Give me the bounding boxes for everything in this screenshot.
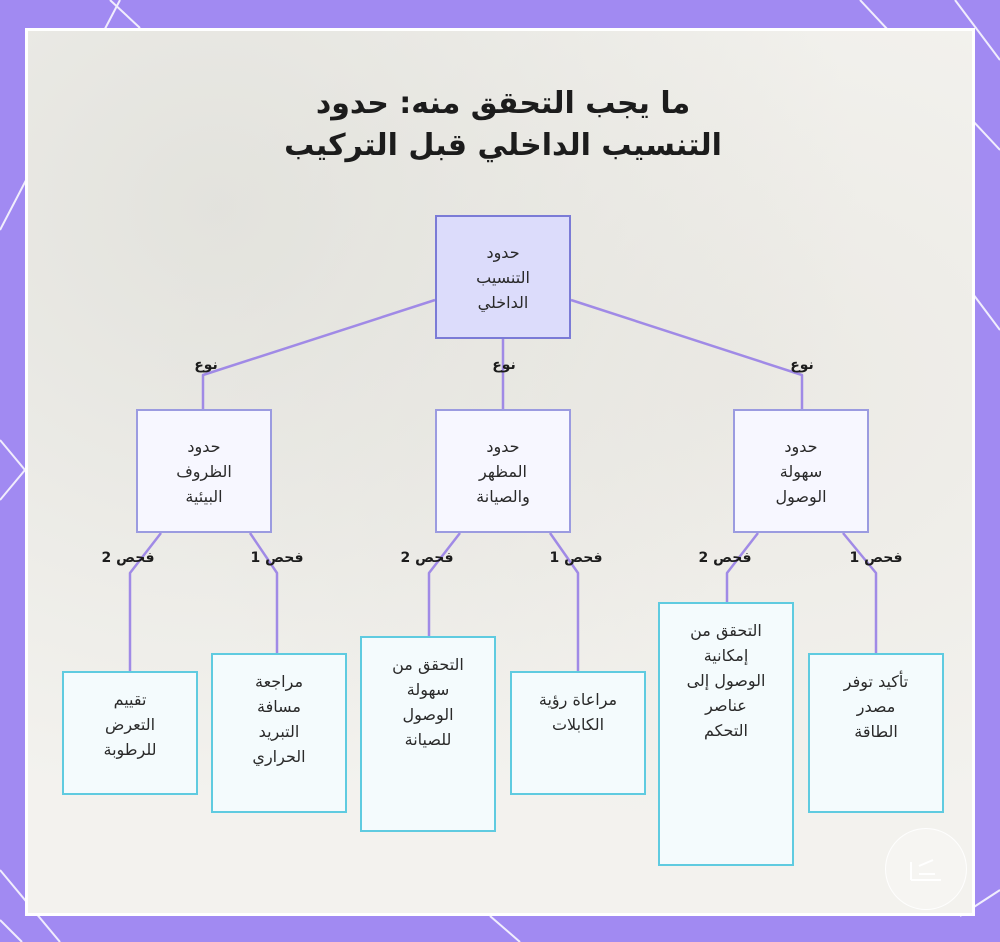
edge-root-access	[571, 300, 802, 410]
edge-label-check1-environment: فحص 1	[251, 550, 304, 566]
logo-mark-icon	[885, 828, 967, 910]
leaf-line: التحقق من	[392, 652, 464, 677]
check-cooling-clearance: مراجعة مسافة التبريد الحراري	[211, 653, 347, 813]
check-maintenance-access: التحقق من سهولة الوصول للصيانة	[360, 636, 496, 832]
category-line: البيئية	[176, 484, 232, 509]
diagram-panel: ما يجب التحقق منه: حدود التنسيب الداخلي …	[25, 28, 975, 916]
root-line: حدود	[476, 240, 530, 265]
leaf-line: مصدر	[844, 694, 908, 719]
leaf-line: مراعاة رؤية	[539, 687, 617, 712]
leaf-line: الحراري	[252, 744, 305, 769]
root-line: التنسيب	[476, 265, 530, 290]
check-controls-access: التحقق من إمكانية الوصول إلى عناصر التحك…	[658, 602, 794, 866]
leaf-line: الطاقة	[844, 719, 908, 744]
category-line: الوصول	[775, 484, 826, 509]
edge-label-check2-environment: فحص 2	[102, 550, 155, 566]
leaf-line: مسافة	[252, 694, 305, 719]
edge-label-type-environment: نوع	[194, 357, 218, 373]
leaf-line: تقييم	[103, 687, 156, 712]
leaf-line: التعرض	[103, 712, 156, 737]
leaf-line: التحكم	[687, 718, 766, 743]
check-cable-visibility: مراعاة رؤية الكابلات	[510, 671, 646, 795]
category-environment: حدود الظروف البيئية	[136, 409, 272, 533]
root-line: الداخلي	[476, 290, 530, 315]
category-line: حدود	[176, 434, 232, 459]
leaf-line: مراجعة	[252, 669, 305, 694]
category-line: حدود	[476, 434, 530, 459]
edge-access-check2	[727, 533, 758, 602]
leaf-line: للصيانة	[392, 727, 464, 752]
edge-label-check1-appearance: فحص 1	[550, 550, 603, 566]
category-line: سهولة	[775, 459, 826, 484]
leaf-line: عناصر	[687, 693, 766, 718]
edge-appearance-check2	[429, 533, 460, 636]
leaf-line: التبريد	[252, 719, 305, 744]
edge-label-type-access: نوع	[790, 357, 814, 373]
leaf-line: الوصول	[392, 702, 464, 727]
leaf-line: للرطوبة	[103, 737, 156, 762]
category-line: الظروف	[176, 459, 232, 484]
category-line: حدود	[775, 434, 826, 459]
category-line: المظهر	[476, 459, 530, 484]
category-line: والصيانة	[476, 484, 530, 509]
edge-label-check2-access: فحص 2	[699, 550, 752, 566]
leaf-line: التحقق من	[687, 618, 766, 643]
category-access: حدود سهولة الوصول	[733, 409, 869, 533]
check-humidity-exposure: تقييم التعرض للرطوبة	[62, 671, 198, 795]
edge-root-environment	[203, 300, 435, 410]
edge-label-type-appearance: نوع	[492, 357, 516, 373]
edge-label-check2-appearance: فحص 2	[401, 550, 454, 566]
category-appearance: حدود المظهر والصيانة	[435, 409, 571, 533]
leaf-line: تأكيد توفر	[844, 669, 908, 694]
leaf-line: الوصول إلى	[687, 668, 766, 693]
leaf-line: الكابلات	[539, 712, 617, 737]
check-power-source: تأكيد توفر مصدر الطاقة	[808, 653, 944, 813]
leaf-line: سهولة	[392, 677, 464, 702]
root-node: حدود التنسيب الداخلي	[435, 215, 571, 339]
edge-label-check1-access: فحص 1	[850, 550, 903, 566]
leaf-line: إمكانية	[687, 643, 766, 668]
